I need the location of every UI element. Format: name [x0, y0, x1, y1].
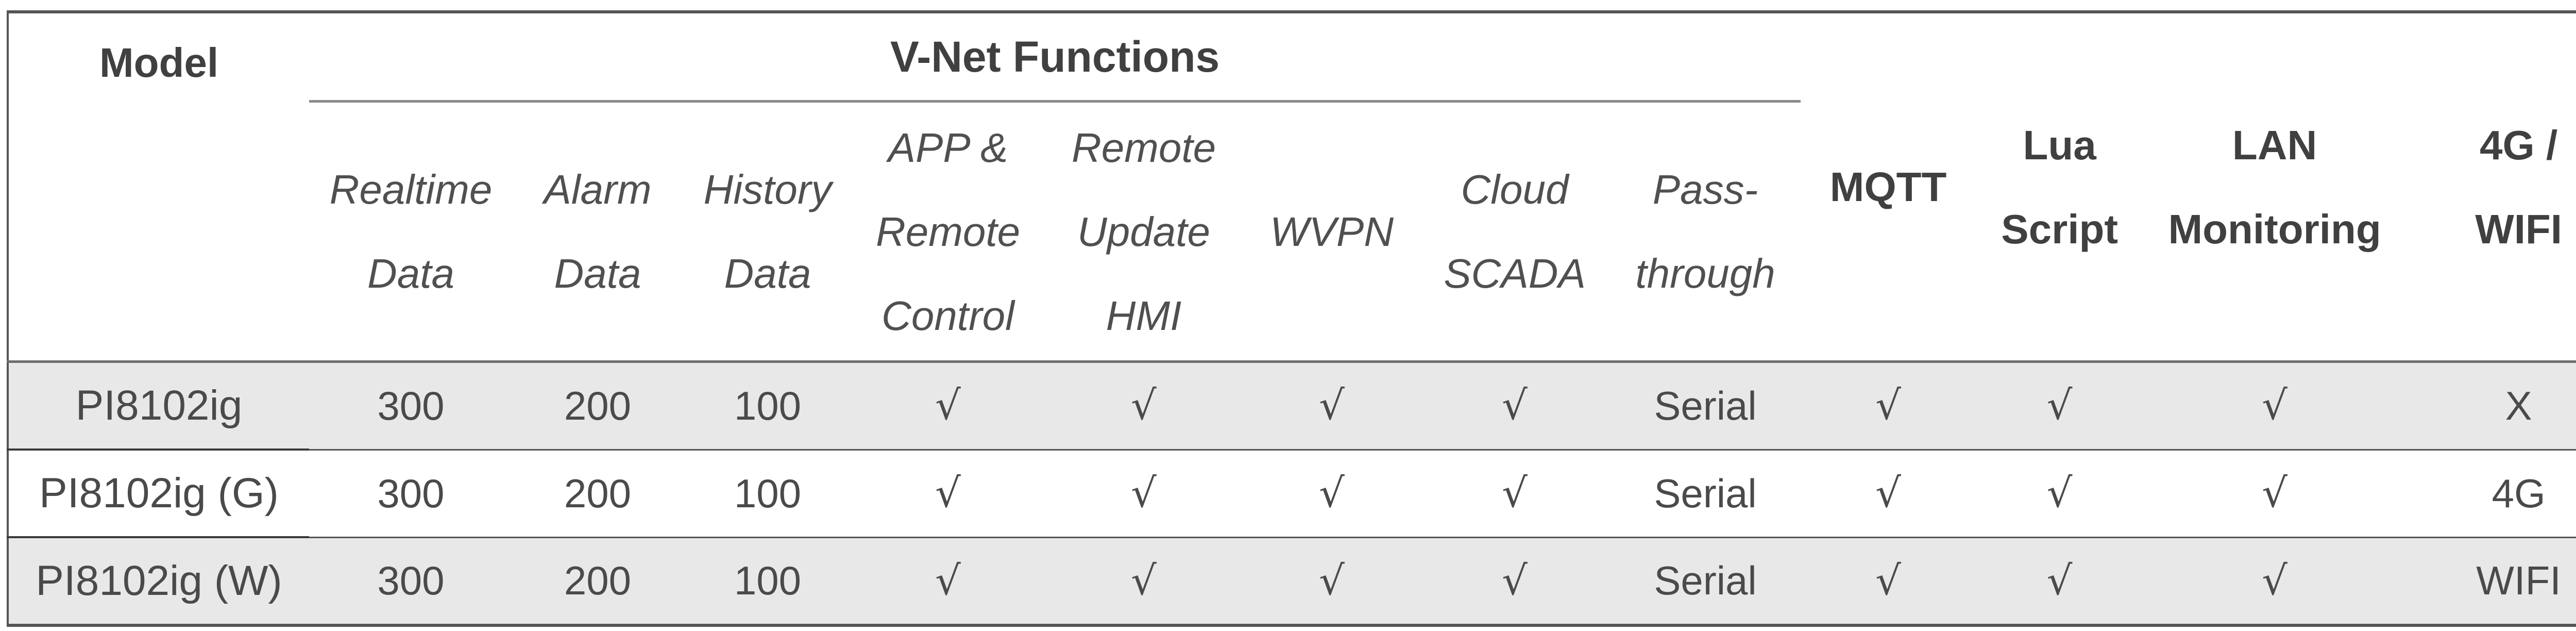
header-row-sub: Realtime Data Alarm Data History Data AP…	[8, 102, 2576, 362]
col-header-lua-line-1: Lua	[2023, 122, 2096, 168]
lan-monitoring-cell: √	[2262, 470, 2287, 517]
col-header-app-line-1: APP &	[888, 124, 1008, 171]
lua-script-cell: √	[1976, 361, 2144, 450]
col-header-cloud-line-1: Cloud	[1461, 167, 1569, 212]
wvpn-cell: √	[1244, 537, 1419, 625]
alarm-data-cell: 200	[513, 361, 683, 450]
col-header-pass-line-2: through	[1635, 251, 1775, 296]
app-remote-control-cell: √	[935, 470, 961, 517]
lua-script-cell: √	[2046, 470, 2073, 517]
history-data-cell: 100	[734, 470, 802, 516]
col-header-4g-line-1: 4G /	[2480, 122, 2558, 168]
realtime-data-cell: 300	[309, 537, 513, 625]
col-header-realtime-line-2: Data	[367, 251, 454, 296]
col-header-wvpn: WVPN	[1244, 102, 1419, 362]
4g-wifi-cell: 4G	[2492, 470, 2546, 516]
pass-through-cell: Serial	[1654, 470, 1757, 516]
col-header-app-line-3: Control	[882, 292, 1014, 339]
pass-through-cell: Serial	[1610, 361, 1801, 450]
cloud-scada-cell: √	[1419, 361, 1610, 450]
cloud-scada-cell: √	[1502, 470, 1528, 517]
col-header-history-line-2: Data	[724, 251, 811, 296]
col-header-remote-update-line-2: Update	[1077, 208, 1210, 255]
col-header-pass-line-1: Pass-	[1652, 167, 1758, 212]
app-remote-control-cell: √	[853, 537, 1043, 625]
spec-table: Model V-Net Functions MQTT Lua Script LA…	[7, 10, 2576, 627]
col-header-pass-through: Pass- through	[1610, 102, 1801, 362]
lua-script-cell: √	[1976, 537, 2144, 625]
table-row: PI8102ig 300 200 100 √ √ √ √ Serial √ √ …	[8, 361, 2576, 450]
pass-through-cell: Serial	[1610, 537, 1801, 625]
col-header-alarm-line-1: Alarm	[544, 167, 652, 212]
col-header-realtime-line-1: Realtime	[329, 167, 493, 212]
4g-wifi-cell: X	[2406, 361, 2576, 450]
col-header-mqtt-line: MQTT	[1829, 164, 1947, 210]
lan-monitoring-cell: √	[2143, 537, 2406, 625]
mqtt-cell: √	[1801, 361, 1976, 450]
history-data-cell: 100	[683, 361, 853, 450]
model-header: Model	[99, 40, 219, 86]
model-cell: PI8102ig (W)	[8, 537, 309, 625]
model-cell: PI8102ig	[8, 361, 309, 450]
wvpn-cell: √	[1244, 361, 1419, 450]
col-header-app-line-2: Remote	[875, 208, 1021, 255]
col-header-app-remote-control: APP & Remote Control	[853, 102, 1043, 362]
col-header-mqtt: MQTT	[1801, 12, 1976, 362]
col-header-lan-monitoring: LAN Monitoring	[2143, 12, 2406, 362]
col-header-lua-script: Lua Script	[1976, 12, 2143, 362]
app-remote-control-cell: √	[853, 361, 1043, 450]
cloud-scada-cell: √	[1419, 537, 1610, 625]
col-header-cloud-line-2: SCADA	[1444, 251, 1586, 296]
col-header-alarm-data: Alarm Data	[513, 102, 683, 362]
remote-update-hmi-cell: √	[1131, 470, 1157, 517]
realtime-data-cell: 300	[309, 361, 513, 450]
col-header-history-line-1: History	[703, 167, 832, 212]
lan-monitoring-cell: √	[2143, 361, 2406, 450]
col-header-lan-line-2: Monitoring	[2168, 206, 2381, 252]
header-row-group: Model V-Net Functions MQTT Lua Script LA…	[8, 12, 2576, 252]
col-header-lan-line-1: LAN	[2232, 122, 2317, 168]
col-header-4g-wifi: 4G / WIFI	[2406, 12, 2576, 362]
vnet-functions-header: V-Net Functions	[309, 12, 1801, 103]
4g-wifi-cell: WIFI	[2406, 537, 2576, 625]
col-header-wvpn-line: WVPN	[1270, 208, 1394, 255]
col-header-remote-update-line-1: Remote	[1071, 124, 1216, 171]
alarm-data-cell: 200	[513, 537, 683, 625]
col-header-history-data: History Data	[683, 102, 853, 362]
col-header-lua-line-2: Script	[2001, 206, 2118, 252]
table-row: PI8102ig (G) 300 200 100 √ √ √ √ Serial …	[8, 449, 2576, 538]
col-header-remote-update-hmi: Remote Update HMI	[1043, 102, 1244, 362]
remote-update-hmi-cell: √	[1043, 537, 1244, 625]
col-header-alarm-line-2: Data	[554, 251, 641, 296]
mqtt-cell: √	[1875, 470, 1901, 517]
model-cell: PI8102ig (G)	[8, 449, 309, 538]
alarm-data-cell: 200	[564, 470, 632, 516]
col-header-4g-line-2: WIFI	[2475, 206, 2563, 252]
col-header-remote-update-line-3: HMI	[1106, 292, 1182, 339]
col-header-cloud-scada: Cloud SCADA	[1419, 102, 1610, 362]
col-header-realtime-data: Realtime Data	[309, 102, 513, 362]
table-row: PI8102ig (W) 300 200 100 √ √ √ √ Serial …	[8, 537, 2576, 625]
mqtt-cell: √	[1801, 537, 1976, 625]
history-data-cell: 100	[683, 537, 853, 625]
realtime-data-cell: 300	[377, 470, 445, 516]
wvpn-cell: √	[1319, 470, 1345, 517]
remote-update-hmi-cell: √	[1043, 361, 1244, 450]
